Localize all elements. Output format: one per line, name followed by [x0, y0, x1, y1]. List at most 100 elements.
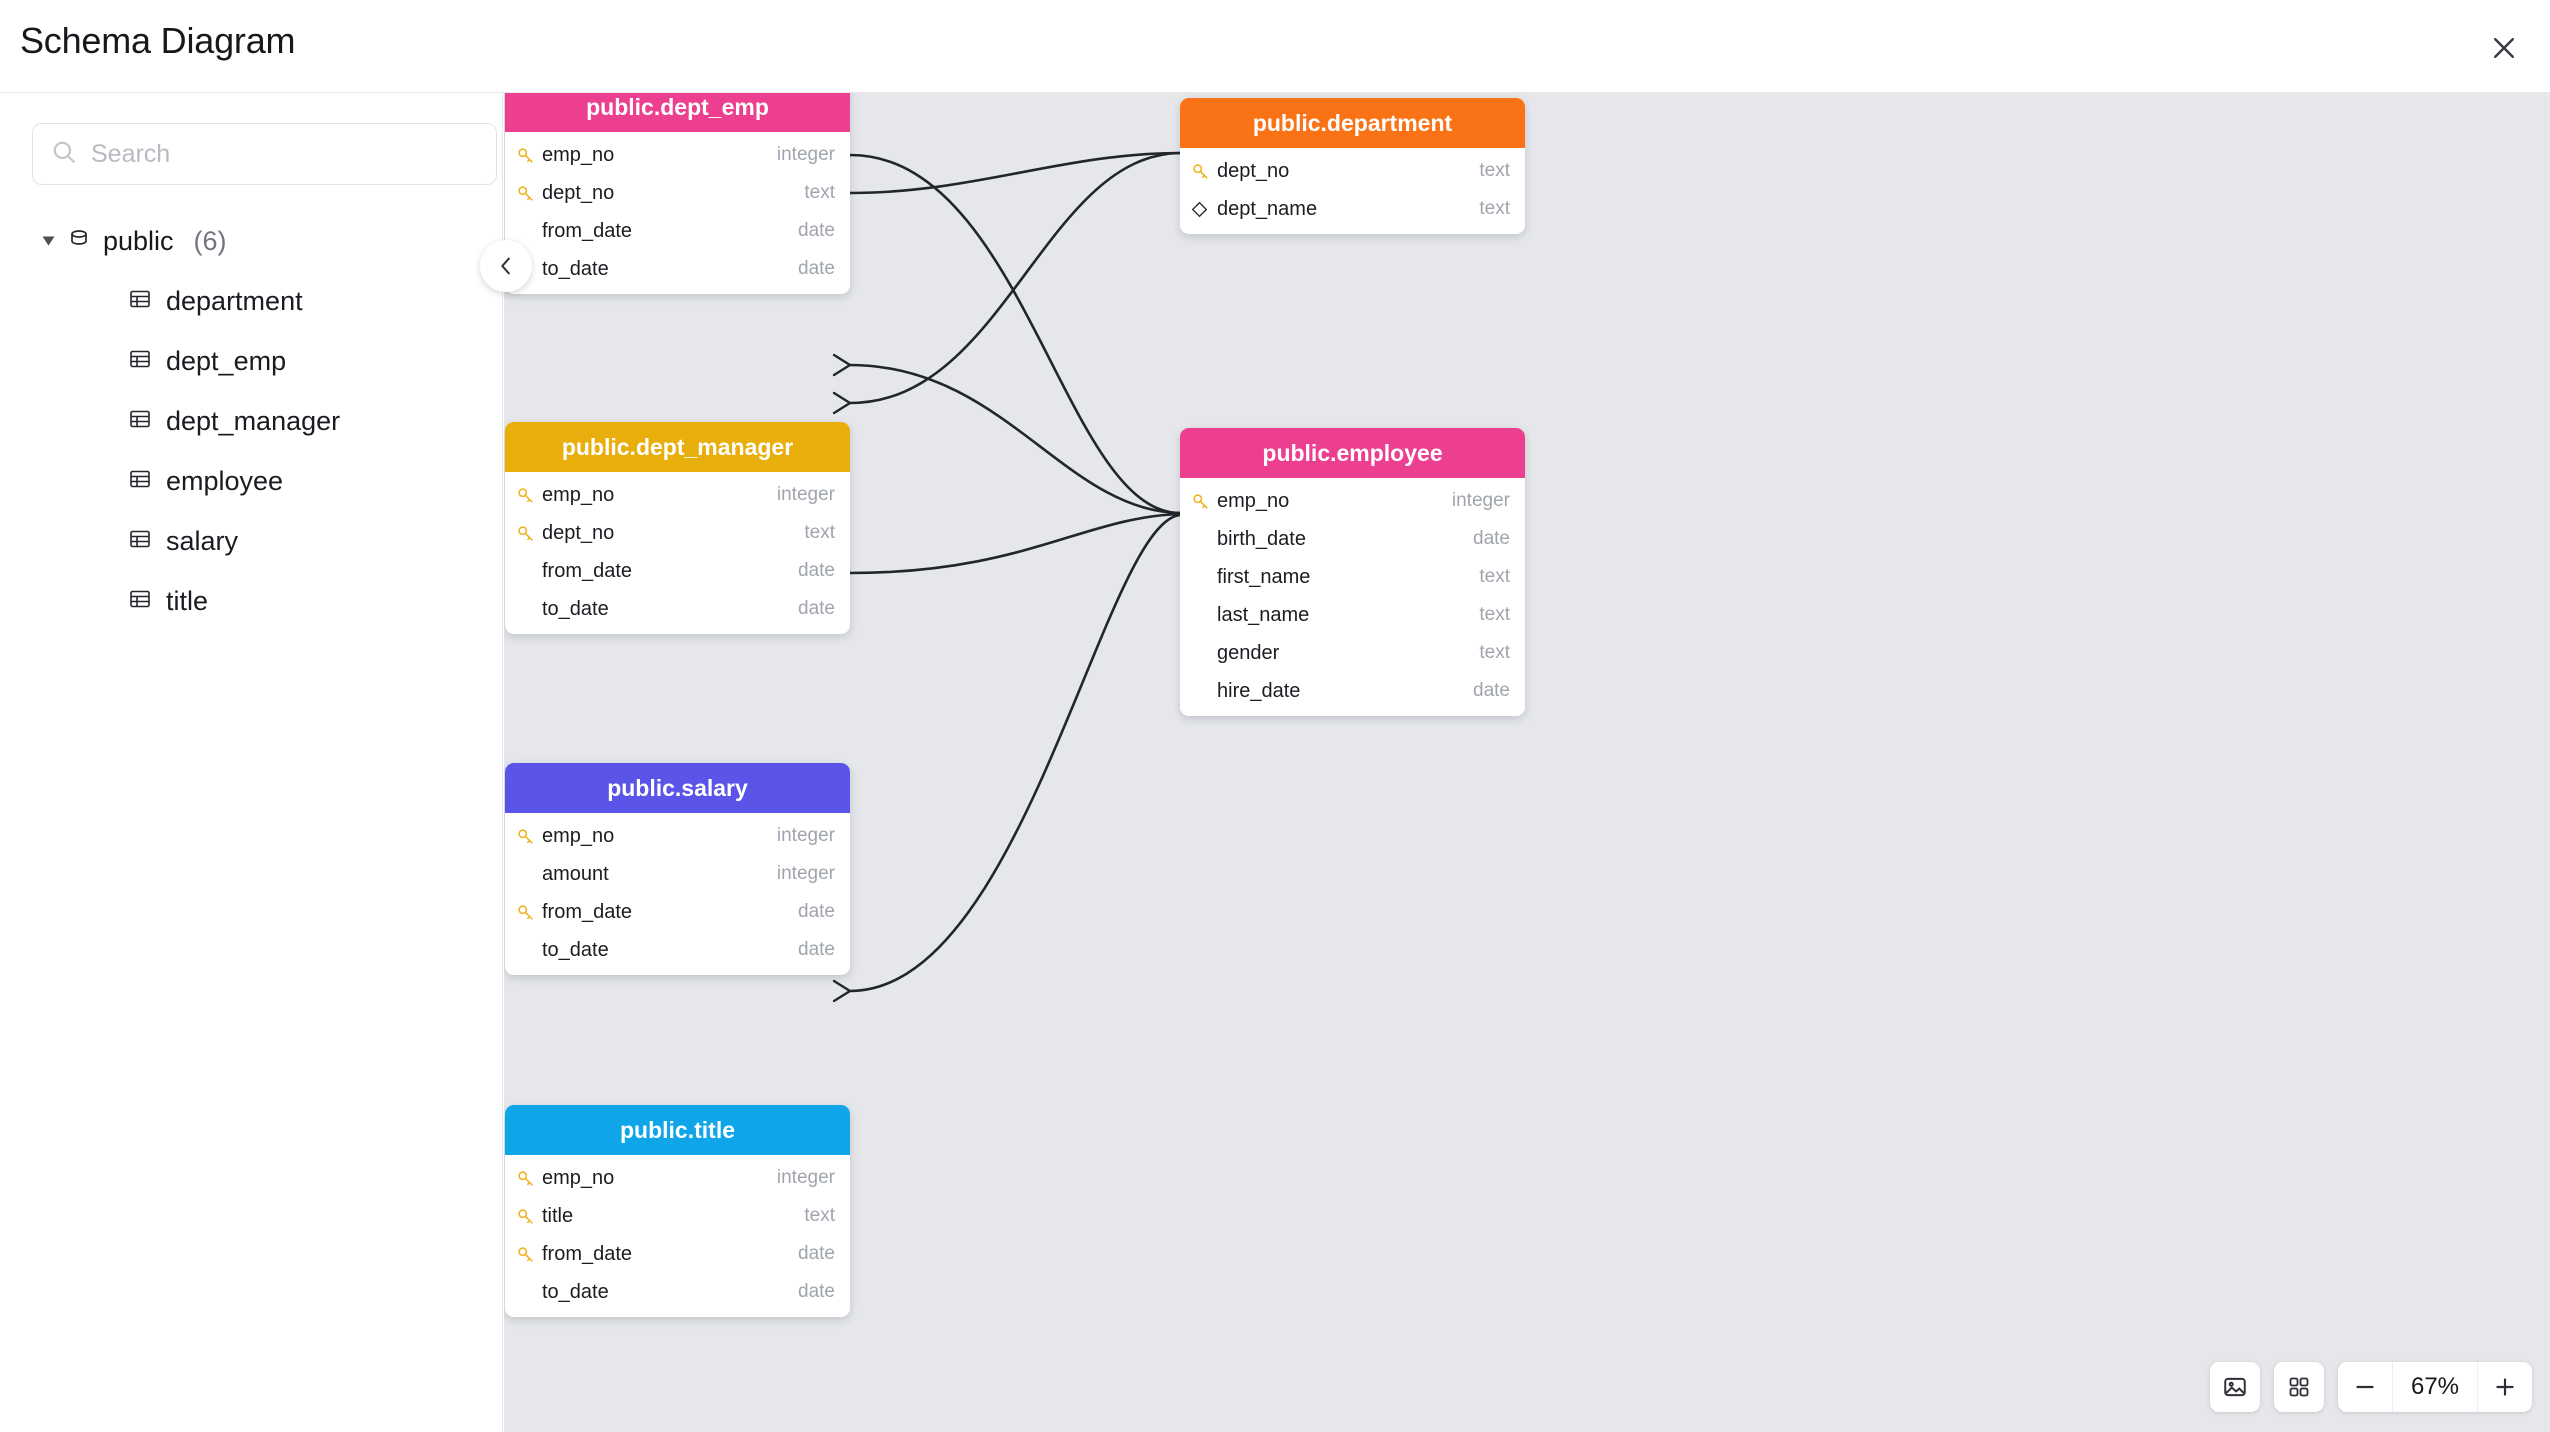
column-name: title	[542, 1204, 574, 1227]
schema-name: public	[103, 225, 174, 256]
sidebar-item-label: dept_emp	[166, 345, 287, 376]
column-row[interactable]: birth_date date	[1180, 520, 1525, 558]
column-name: birth_date	[1217, 527, 1306, 550]
schema-count: (6)	[193, 225, 227, 256]
table-node-header: public.dept_manager	[505, 422, 850, 472]
table-icon	[128, 527, 152, 556]
column-row[interactable]: from_date date	[505, 1235, 850, 1273]
column-type: text	[804, 522, 835, 543]
column-type: date	[798, 939, 835, 960]
column-type: text	[1479, 160, 1510, 181]
column-name: dept_name	[1217, 197, 1318, 220]
column-name: dept_no	[542, 181, 615, 204]
column-row[interactable]: dept_name text	[1180, 190, 1525, 228]
column-type: date	[798, 901, 835, 922]
search-input[interactable]	[91, 139, 478, 169]
auto-layout-button[interactable]	[2274, 1362, 2324, 1412]
sidebar-item-label: title	[166, 585, 209, 616]
column-row[interactable]: hire_date date	[1180, 672, 1525, 710]
zoom-level-label[interactable]: 67%	[2392, 1362, 2478, 1412]
key-icon	[516, 1169, 542, 1188]
column-type: date	[1473, 528, 1510, 549]
column-name: emp_no	[542, 483, 615, 506]
column-name: hire_date	[1217, 679, 1301, 702]
sidebar-item-salary[interactable]: salary	[0, 511, 503, 571]
sidebar-item-label: employee	[166, 465, 284, 496]
sidebar-item-department[interactable]: department	[0, 271, 503, 331]
table-node-header: public.department	[1180, 98, 1525, 148]
zoom-in-button[interactable]	[2478, 1362, 2532, 1412]
sidebar-collapse-button[interactable]	[480, 240, 532, 292]
sidebar-item-dept_emp[interactable]: dept_emp	[0, 331, 503, 391]
caret-down-icon[interactable]	[42, 236, 55, 246]
key-icon	[516, 903, 542, 922]
column-name: emp_no	[542, 143, 615, 166]
sidebar-item-employee[interactable]: employee	[0, 451, 503, 511]
key-icon	[516, 1245, 542, 1264]
sidebar-item-title[interactable]: title	[0, 571, 503, 631]
column-type: date	[798, 1243, 835, 1264]
column-type: date	[798, 220, 835, 241]
key-icon	[1191, 492, 1217, 511]
column-row[interactable]: dept_no text	[1180, 152, 1525, 190]
export-image-button[interactable]	[2210, 1362, 2260, 1412]
sidebar-item-label: salary	[166, 525, 239, 556]
column-type: integer	[776, 863, 835, 884]
column-type: text	[1479, 198, 1510, 219]
close-icon[interactable]	[2478, 22, 2530, 74]
zoom-out-button[interactable]	[2338, 1362, 2392, 1412]
sidebar-item-dept_manager[interactable]: dept_manager	[0, 391, 503, 451]
table-icon	[128, 587, 152, 616]
table-icon	[128, 467, 152, 496]
table-icon	[128, 407, 152, 436]
column-type: date	[1473, 680, 1510, 701]
search-box[interactable]	[32, 123, 497, 185]
column-row[interactable]: first_name text	[1180, 558, 1525, 596]
column-name: dept_no	[1217, 159, 1290, 182]
column-type: date	[798, 258, 835, 279]
column-row[interactable]: to_date date	[505, 1273, 850, 1311]
table-icon	[128, 347, 152, 376]
schema-tree: public (6) department dept_emp dept_manage…	[0, 211, 503, 631]
sidebar-item-label: dept_manager	[166, 405, 341, 436]
sidebar: public (6) department dept_emp dept_manage…	[0, 93, 503, 1432]
column-name: to_date	[542, 1280, 609, 1303]
column-type: text	[1479, 566, 1510, 587]
column-type: date	[798, 1281, 835, 1302]
grid-icon	[2289, 1377, 2309, 1397]
column-name: from_date	[542, 1242, 633, 1265]
column-name: first_name	[1217, 565, 1311, 588]
column-type: integer	[776, 825, 835, 846]
tree-schema-public[interactable]: public (6)	[0, 211, 503, 271]
column-type: date	[798, 560, 835, 581]
image-icon	[2224, 1377, 2246, 1397]
